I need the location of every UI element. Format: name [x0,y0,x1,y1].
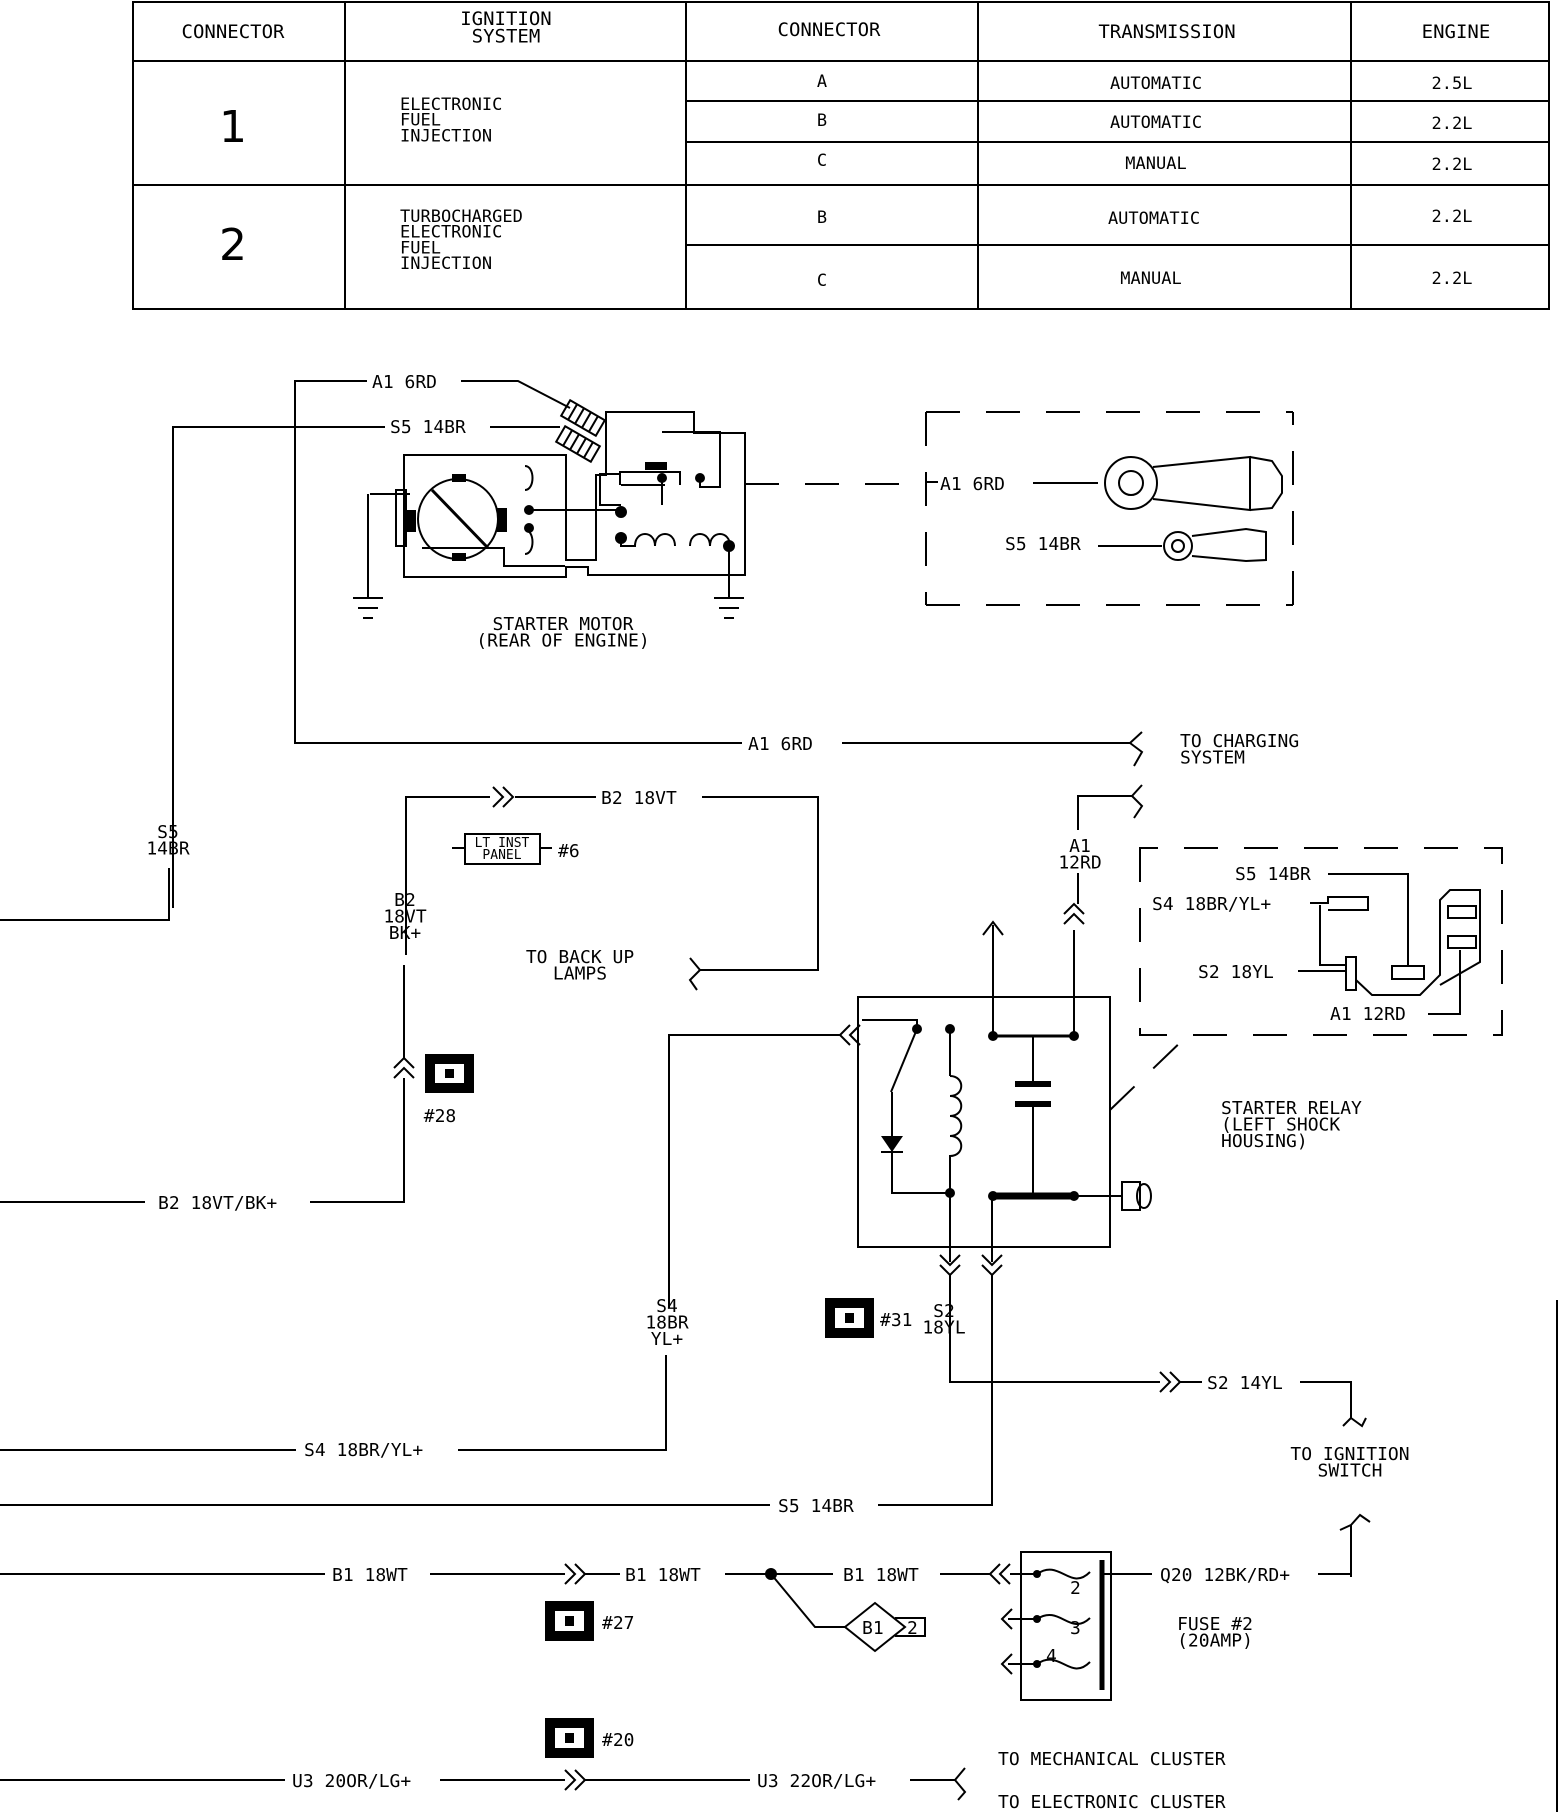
table-header-engine: ENGINE [1422,21,1491,43]
group-1-connector: 1 [219,102,247,153]
fuse-terminal-3: 3 [1070,1618,1081,1639]
wire-b1-18wt-right: B1 18WT [843,1565,919,1586]
wire-relay-a1: A1 12RD [1330,1004,1406,1025]
wire-b2-18vt-top: B2 18VT [601,788,677,809]
label-lt-inst-ref: #6 [558,841,580,862]
wire-s2-14yl: S2 14YL [1207,1373,1283,1394]
table-header-transmission: TRANSMISSION [1098,21,1235,43]
b1-circuit: B1 18WT B1 18WT B1 18WT B1 2 #27 [0,1563,1011,1653]
wire-s4-18br-yl: S4 18BR/YL+ [304,1440,423,1461]
wire-a1-6rd-charging: A1 6RD [748,734,813,755]
wire-relay-s2: S2 18YL [1198,962,1274,983]
wire-b1-18wt-left: B1 18WT [332,1565,408,1586]
relay-inset: S5 14BR S4 18BR/YL+ S2 18YL A1 12RD [1139,847,1503,1036]
row-1b-connector: B [817,111,827,131]
label-b1-splice-num: 2 [907,1618,918,1639]
row-1b-engine: 2.2L [1432,114,1473,134]
row-1a-connector: A [817,72,827,92]
starter-inset: A1 6RD S5 14BR [925,411,1294,606]
row-2b-connector: B [817,208,827,228]
wire-b1-18wt-mid: B1 18WT [625,1565,701,1586]
row-2c-connector: C [817,271,827,291]
connector-27-icon: #27 [545,1601,635,1641]
u3-circuit: #20 U3 20OR/LG+ U3 22OR/LG+ TO MECHANICA… [0,1718,1226,1812]
wire-b2-18vt-bk: B2 18VT/BK+ [158,1193,277,1214]
fuse-block: 2 3 4 Q20 12BK/RD+ FUSE #2(20AMP) [1000,1525,1352,1701]
row-1a-transmission: AUTOMATIC [1110,74,1202,94]
row-1c-engine: 2.2L [1432,155,1473,175]
wire-a1-6rd-inset: A1 6RD [940,474,1005,495]
label-b1-splice: B1 [862,1618,884,1639]
wire-u3-left: U3 20OR/LG+ [292,1771,411,1792]
connector-20-icon: #20 [545,1718,635,1758]
table-header-connector: CONNECTOR [182,21,286,43]
wire-q20: Q20 12BK/RD+ [1160,1565,1290,1586]
wire-u3-right: U3 22OR/LG+ [757,1771,876,1792]
row-2b-engine: 2.2L [1432,207,1473,227]
row-2c-transmission: MANUAL [1120,269,1181,289]
group-2-connector: 2 [219,220,247,271]
label-starter-motor: STARTER MOTOR(REAR OF ENGINE) [476,614,649,652]
s5-bottom-wire: S5 14BR [0,1496,854,1517]
connector-28-icon: #28 [424,1054,474,1127]
row-1c-transmission: MANUAL [1125,154,1186,174]
starter-motor: A1 6RD S5 14BR STARTER [172,372,920,908]
fuse-terminal-4: 4 [1046,1646,1057,1667]
label-connector-31: #31 [880,1310,913,1331]
fuse-terminal-2: 2 [1070,1578,1081,1599]
wire-relay-s4: S4 18BR/YL+ [1152,894,1271,915]
label-to-mech-cluster: TO MECHANICAL CLUSTER [998,1749,1226,1770]
row-2b-transmission: AUTOMATIC [1108,209,1200,229]
row-1a-engine: 2.5L [1432,74,1473,94]
wire-s5-14br-top: S5 14BR [390,417,466,438]
wire-a1-6rd-top: A1 6RD [372,372,437,393]
label-to-elec-cluster: TO ELECTRONIC CLUSTER [998,1792,1226,1812]
label-fuse: FUSE #2(20AMP) [1177,1614,1253,1652]
row-1b-transmission: AUTOMATIC [1110,113,1202,133]
table-header-connector-2: CONNECTOR [778,19,882,41]
wire-relay-s5: S5 14BR [1235,864,1311,885]
row-1c-connector: C [817,151,827,171]
connector-31-icon: #31 [825,1298,913,1338]
wire-s5-14br-bottom: S5 14BR [778,1496,854,1517]
row-2c-engine: 2.2L [1432,269,1473,289]
label-connector-20: #20 [602,1730,635,1751]
wire-s5-14br-inset: S5 14BR [1005,534,1081,555]
label-connector-28: #28 [424,1106,457,1127]
label-connector-27: #27 [602,1613,635,1634]
